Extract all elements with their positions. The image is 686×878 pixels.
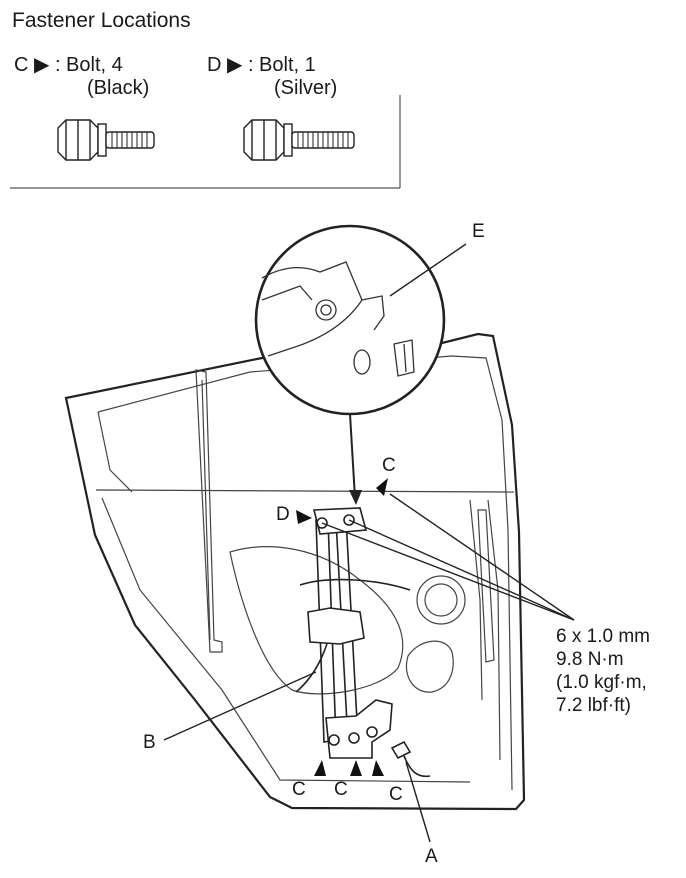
callout-c-top: C bbox=[382, 455, 396, 476]
detail-magnifier bbox=[254, 224, 446, 505]
fastener-c-color: (Black) bbox=[87, 77, 150, 99]
leader-lines bbox=[163, 243, 575, 843]
callout-c-1: C bbox=[292, 779, 306, 800]
callout-c-2: C bbox=[334, 779, 348, 800]
silver-bolt-icon bbox=[243, 119, 355, 161]
torque-spec-lbfft: 7.2 lbf·ft) bbox=[556, 695, 631, 716]
torque-spec-kgfm: (1.0 kgf·m, bbox=[556, 672, 647, 693]
fastener-c-label: C ▶ : Bolt, 4 bbox=[14, 54, 123, 76]
legend-title: Fastener Locations bbox=[12, 9, 191, 32]
black-bolt-icon bbox=[57, 119, 155, 161]
torque-spec-nm: 9.8 N·m bbox=[556, 649, 624, 670]
fastener-arrows bbox=[296, 478, 388, 776]
d-arrow-icon bbox=[296, 510, 312, 524]
legend-box bbox=[10, 95, 401, 189]
fastener-d-color: (Silver) bbox=[274, 77, 338, 99]
callout-c-3: C bbox=[389, 784, 403, 805]
callout-e: E bbox=[472, 221, 485, 242]
c-arrow-icon-2 bbox=[350, 760, 362, 776]
regulator-rails bbox=[295, 507, 431, 778]
c-arrow-icon-top bbox=[376, 478, 388, 496]
fastener-d-label: D ▶ : Bolt, 1 bbox=[207, 54, 316, 76]
torque-spec-size: 6 x 1.0 mm bbox=[556, 626, 650, 647]
callout-d: D bbox=[276, 504, 290, 525]
c-arrow-icon-3 bbox=[372, 760, 384, 776]
callout-b: B bbox=[143, 732, 156, 753]
door-panel bbox=[64, 332, 526, 811]
callout-a: A bbox=[425, 846, 438, 867]
c-arrow-icon-1 bbox=[314, 760, 326, 776]
door-inner-lines bbox=[95, 355, 515, 791]
